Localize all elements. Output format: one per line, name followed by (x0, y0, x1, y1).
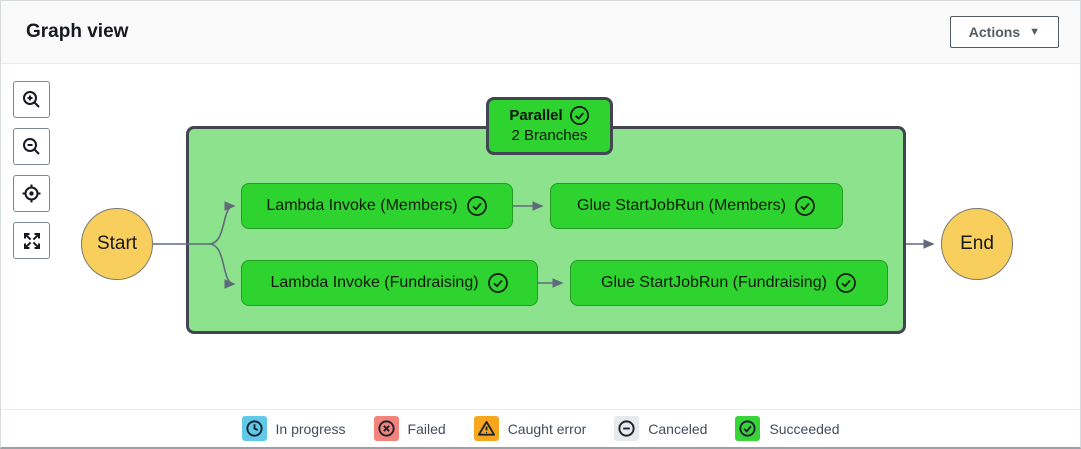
end-node-label: End (960, 233, 994, 254)
minus-circle-icon (617, 419, 636, 438)
failed-swatch (373, 416, 399, 441)
state-node-lambda-invoke-fundraising[interactable]: Lambda Invoke (Fundraising) (241, 260, 538, 306)
legend-item-succeeded: Succeeded (735, 416, 840, 441)
legend-label: In progress (275, 420, 346, 437)
expand-arrows-icon (22, 231, 42, 251)
fit-to-window-button[interactable] (13, 222, 50, 259)
state-node-lambda-invoke-members[interactable]: Lambda Invoke (Members) (241, 183, 513, 229)
actions-button[interactable]: Actions ▼ (949, 16, 1059, 48)
legend-label: Caught error (507, 420, 587, 437)
end-node[interactable]: End (941, 208, 1013, 280)
state-node-glue-startjobrun-members[interactable]: Glue StartJobRun (Members) (550, 183, 843, 229)
page-title: Graph view (26, 21, 129, 42)
caught-error-swatch (473, 416, 499, 441)
chevron-down-icon: ▼ (1029, 25, 1040, 38)
check-circle-icon (738, 419, 757, 438)
zoom-out-button[interactable] (13, 128, 50, 165)
zoom-in-icon (21, 89, 42, 110)
succeeded-check-icon (794, 195, 816, 217)
legend-item-canceled: Canceled (614, 416, 707, 441)
state-node-label: Glue StartJobRun (Fundraising) (601, 274, 827, 291)
state-node-label: Glue StartJobRun (Members) (577, 197, 786, 214)
legend-item-in-progress: In progress (241, 416, 346, 441)
warning-triangle-icon (477, 419, 496, 438)
in-progress-swatch (241, 416, 267, 441)
succeeded-swatch (735, 416, 761, 441)
succeeded-check-icon (466, 195, 488, 217)
actions-button-label: Actions (968, 24, 1021, 40)
parallel-state-badge[interactable]: Parallel 2 Branches (486, 97, 613, 155)
zoom-in-button[interactable] (13, 81, 50, 118)
status-legend: In progress Failed (1, 409, 1080, 447)
parallel-badge-branches: 2 Branches (511, 127, 588, 145)
parallel-badge-title: Parallel (509, 106, 563, 124)
legend-label: Canceled (648, 420, 708, 437)
state-node-glue-startjobrun-fundraising[interactable]: Glue StartJobRun (Fundraising) (570, 260, 888, 306)
start-node[interactable]: Start (81, 208, 153, 280)
canceled-swatch (614, 416, 640, 441)
center-target-icon (21, 183, 42, 204)
succeeded-check-icon (569, 105, 590, 126)
legend-item-failed: Failed (373, 416, 446, 441)
legend-label: Failed (407, 420, 446, 437)
state-node-label: Lambda Invoke (Fundraising) (270, 274, 479, 291)
clock-icon (245, 419, 264, 438)
start-node-label: Start (96, 233, 138, 254)
legend-label: Succeeded (769, 420, 840, 437)
state-node-label: Lambda Invoke (Members) (266, 197, 458, 214)
succeeded-check-icon (835, 272, 857, 294)
center-graph-button[interactable] (13, 175, 50, 212)
succeeded-check-icon (487, 272, 509, 294)
zoom-out-icon (21, 136, 42, 157)
panel-header: Graph view Actions ▼ (1, 1, 1080, 64)
x-circle-icon (377, 419, 396, 438)
legend-item-caught-error: Caught error (473, 416, 587, 441)
